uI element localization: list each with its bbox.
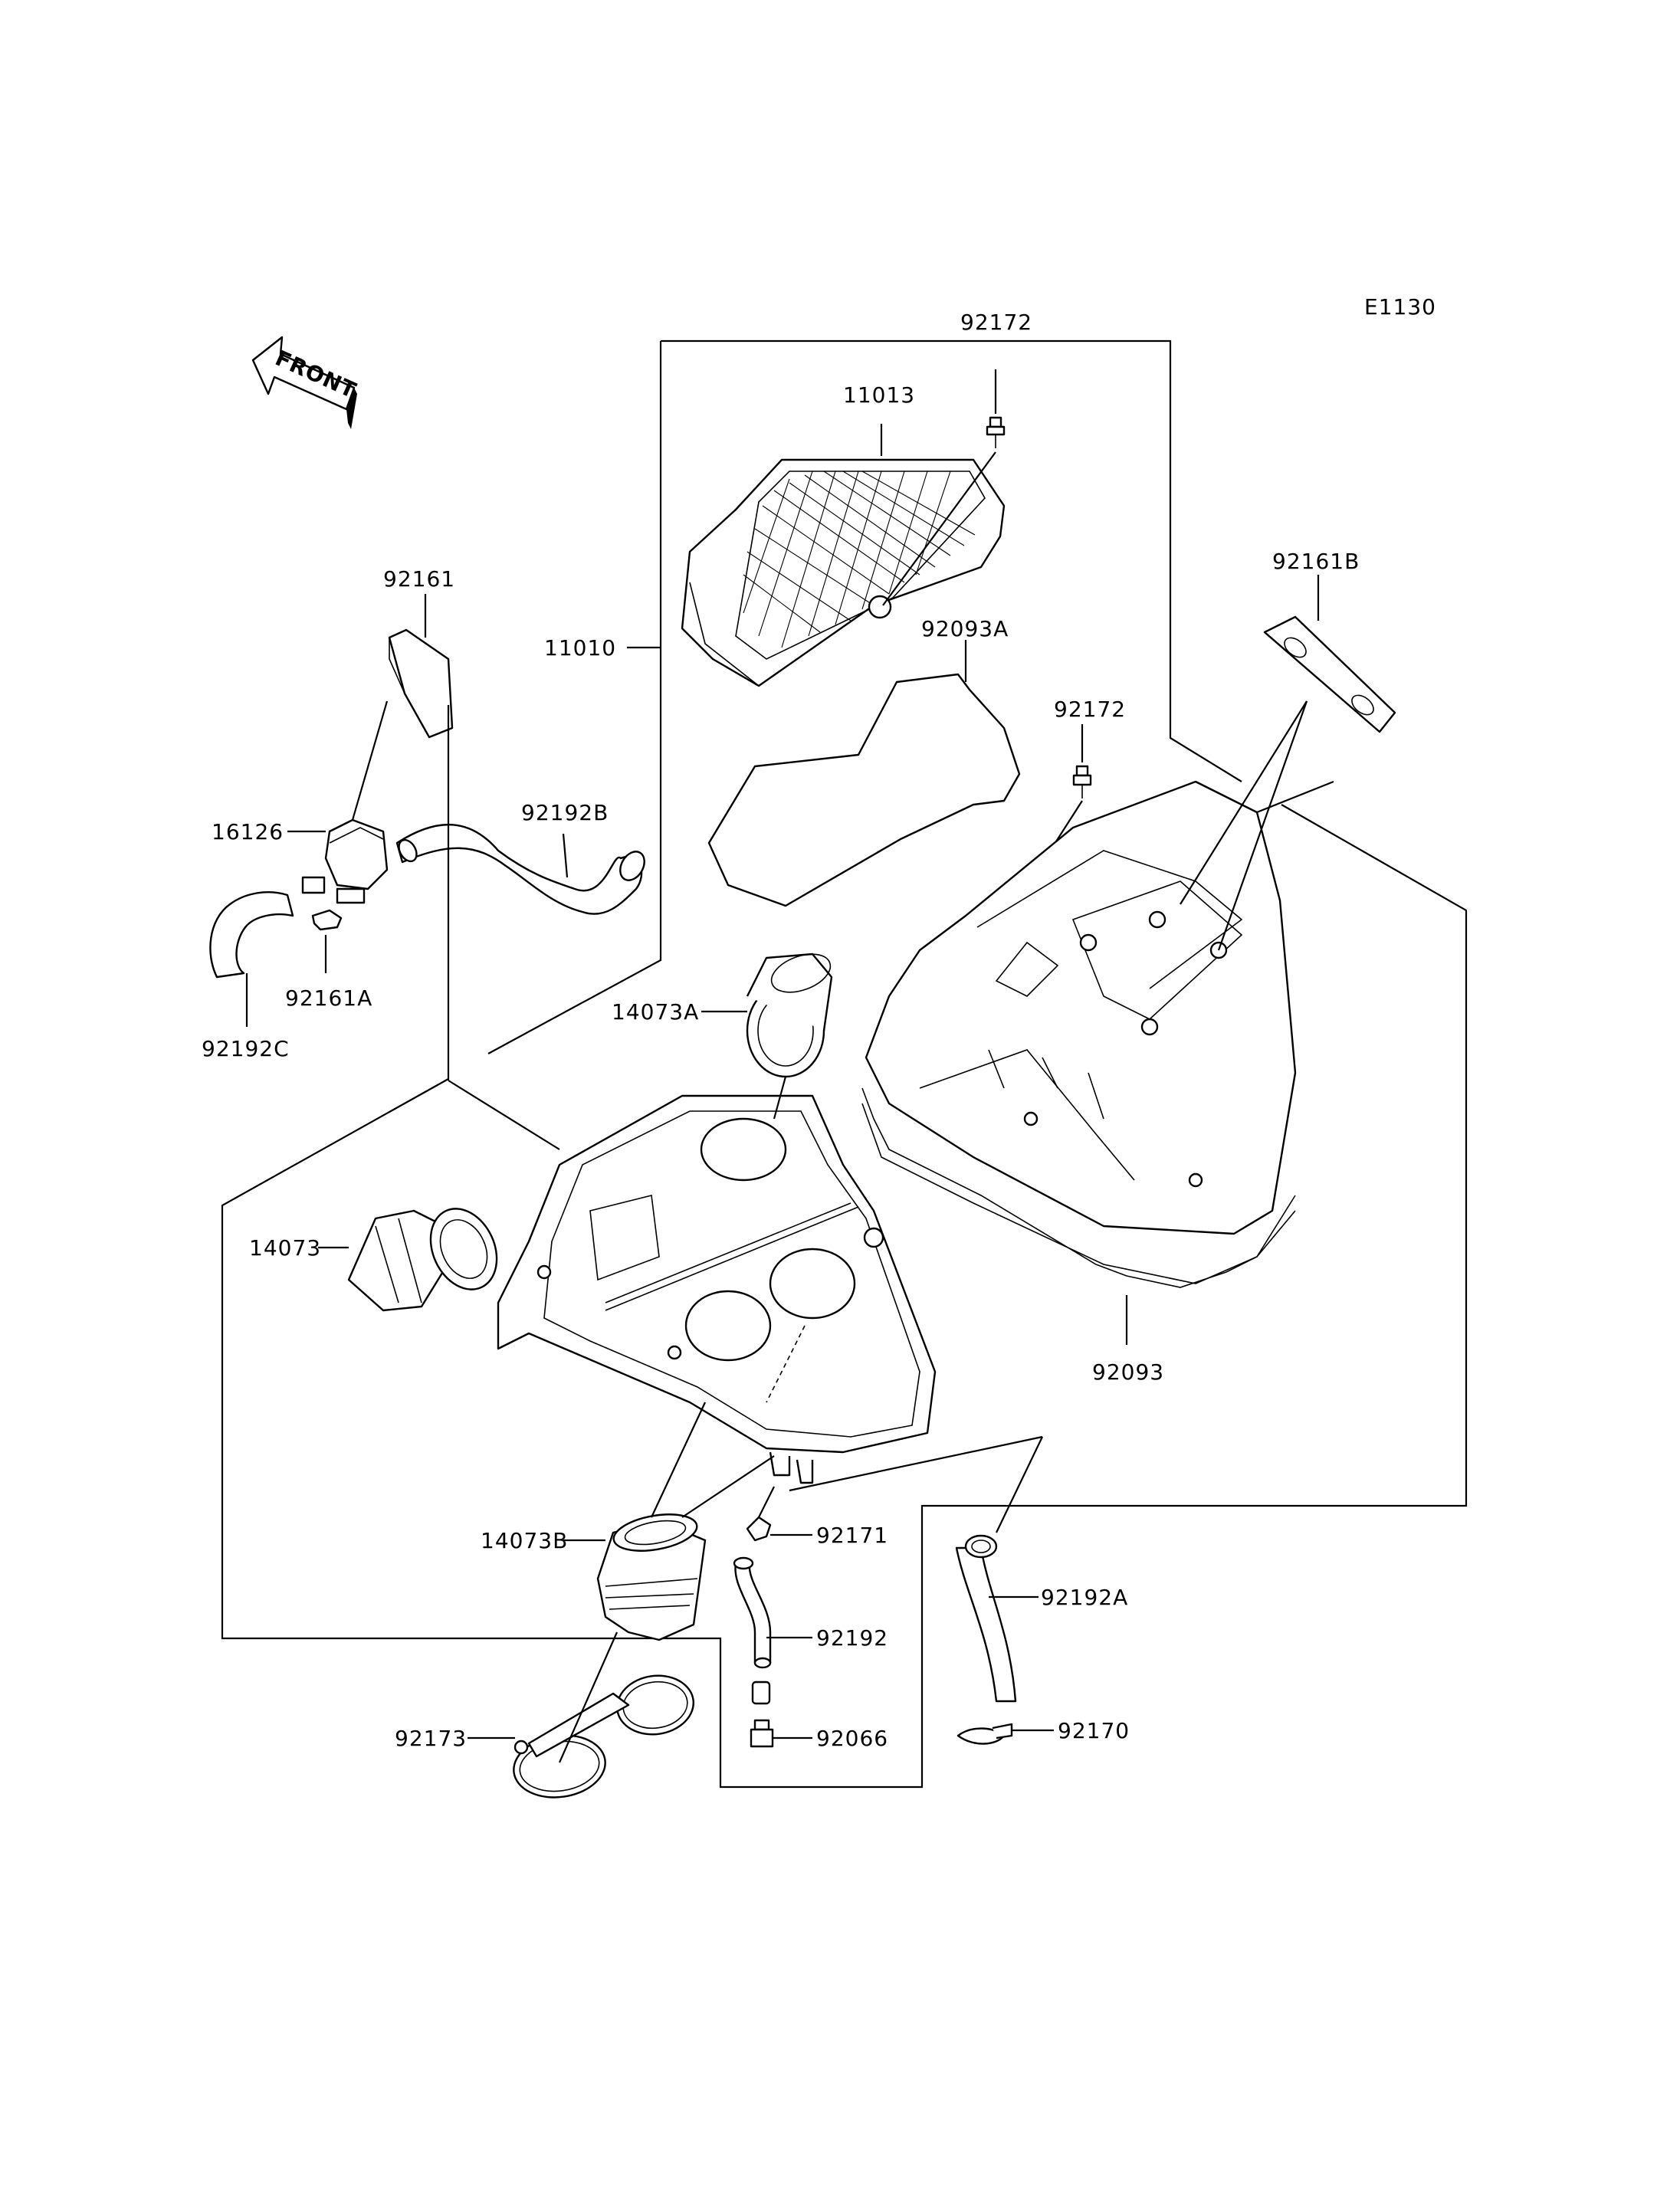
duct-14073b <box>596 1402 1043 1641</box>
label-92173: 92173 <box>395 1726 467 1751</box>
clip-92171 <box>746 1486 775 1542</box>
pad-92161a <box>311 909 343 931</box>
label-92172-mid: 92172 <box>1054 697 1126 722</box>
bracket-92161b <box>1263 615 1396 733</box>
gasket-92093 <box>861 1087 1296 1288</box>
label-92093a: 92093A <box>921 616 1009 641</box>
air-cleaner-upper-case <box>861 700 1334 1284</box>
label-92093: 92093 <box>1092 1359 1164 1385</box>
label-92192: 92192 <box>816 1625 888 1651</box>
label-92161: 92161 <box>383 566 455 592</box>
air-filter-element <box>681 458 1006 687</box>
screw-92172-top <box>882 416 1006 606</box>
clamps-92173 <box>513 1631 694 1799</box>
label-92161b: 92161B <box>1272 549 1360 574</box>
label-16126: 16126 <box>212 819 284 844</box>
pad-92161 <box>388 628 454 739</box>
label-11010: 11010 <box>544 635 616 661</box>
label-92170: 92170 <box>1058 1718 1130 1743</box>
label-14073b: 14073B <box>481 1528 568 1553</box>
group-boundaries <box>221 339 1468 1789</box>
label-92192b: 92192B <box>521 800 609 825</box>
plug-92066 <box>750 1681 774 1748</box>
label-14073: 14073 <box>249 1235 321 1261</box>
clip-92170 <box>956 1723 1013 1745</box>
label-92192c: 92192C <box>202 1036 290 1061</box>
diagram-code: E1130 <box>1364 294 1436 320</box>
label-11013: 11013 <box>843 382 915 408</box>
front-arrow-icon: FRONT <box>251 336 360 429</box>
leader-lines <box>245 369 1320 1740</box>
label-92192a: 92192A <box>1041 1585 1128 1610</box>
duct-14073 <box>347 1208 498 1312</box>
label-92172-top: 92172 <box>960 310 1032 335</box>
gasket-92093a <box>707 673 1021 907</box>
label-92066: 92066 <box>816 1726 888 1751</box>
hose-92192c <box>209 891 294 979</box>
air-cleaner-lower-case <box>447 705 937 1484</box>
hose-92192a <box>955 1534 1017 1703</box>
label-92171: 92171 <box>816 1523 888 1548</box>
label-14073a: 14073A <box>612 999 699 1025</box>
hose-92192b <box>395 824 643 915</box>
hose-92192 <box>733 1556 772 1669</box>
valve-16126 <box>301 700 389 904</box>
duct-14073a <box>746 953 833 1078</box>
label-92161a: 92161A <box>285 985 372 1011</box>
